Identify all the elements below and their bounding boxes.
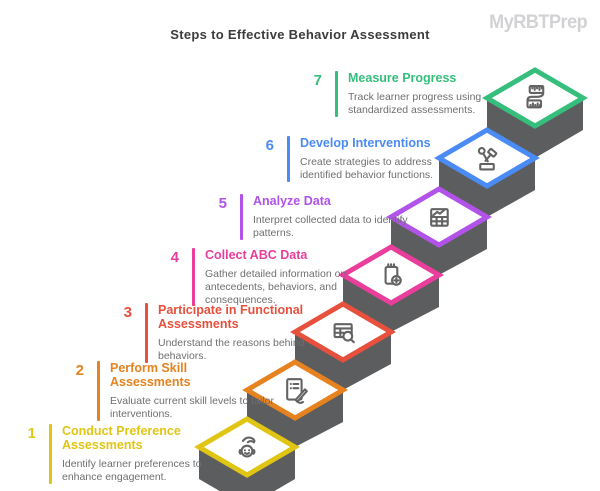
step-accent-bar (240, 194, 243, 240)
step-title: Collect ABC Data (205, 248, 308, 262)
step-accent-bar (287, 136, 290, 182)
step-7-block: 7 Measure Progress Track learner progres… (308, 71, 498, 117)
step-title: Develop Interventions (300, 136, 431, 150)
step-6-diamond (434, 127, 540, 189)
step-number: 6 (265, 137, 274, 154)
step-accent-bar (49, 424, 52, 484)
step-3-diamond (290, 301, 396, 363)
clipboard-plus-icon (384, 263, 402, 286)
page-title: Steps to Effective Behavior Assessment (170, 27, 430, 42)
step-number: 2 (75, 362, 84, 379)
step-description: Interpret collected data to identify pat… (253, 214, 408, 239)
step-description: Gather detailed information on anteceden… (205, 268, 347, 306)
step-description: Evaluate current skill levels to tailor … (110, 395, 274, 420)
chart-table-icon (430, 208, 449, 227)
step-4-diamond (338, 244, 444, 306)
step-2-block: 2 Perform Skill Assessments Evaluate cur… (70, 361, 290, 421)
step-title: Measure Progress (348, 71, 457, 85)
tools-icon (477, 147, 498, 171)
step-1-block: 1 Conduct Preference Assessments Identif… (22, 424, 224, 484)
step-5-diamond (386, 186, 492, 248)
step-number: 3 (123, 304, 132, 321)
step-6-block: 6 Develop Interventions Create strategie… (260, 136, 460, 182)
step-number: 5 (218, 195, 227, 212)
step-accent-bar (192, 248, 195, 307)
step-number: 4 (170, 249, 179, 266)
step-number: 7 (313, 72, 322, 89)
step-1-diamond (194, 416, 300, 478)
step-description: Identify learner preferences to enhance … (62, 458, 202, 483)
step-description: Understand the reasons behind behaviors. (158, 337, 305, 362)
step-title: Perform Skill Assessments (110, 361, 191, 389)
step-description: Create strategies to address identified … (300, 156, 434, 181)
person-cheering-icon (238, 436, 256, 458)
step-title: Participate in Functional Assessments (158, 303, 304, 331)
step-7-diamond (482, 67, 588, 129)
step-title: Analyze Data (253, 194, 331, 208)
document-pen-icon (286, 378, 308, 404)
step-5-block: 5 Analyze Data Interpret collected data … (213, 194, 428, 240)
step-accent-bar (335, 71, 338, 117)
measuring-tape-icon (526, 84, 545, 109)
step-2-diamond (242, 359, 348, 421)
step-3-block: 3 Participate in Functional Assessments … (118, 303, 318, 363)
step-4-block: 4 Collect ABC Data Gather detailed infor… (165, 248, 360, 307)
step-accent-bar (97, 361, 100, 421)
table-search-icon (333, 323, 355, 344)
step-title: Conduct Preference Assessments (62, 424, 181, 452)
watermark-logo: MyRBTPrep (488, 12, 588, 33)
step-description: Track learner progress using standardize… (348, 91, 482, 116)
step-number: 1 (27, 425, 36, 442)
step-accent-bar (145, 303, 148, 363)
